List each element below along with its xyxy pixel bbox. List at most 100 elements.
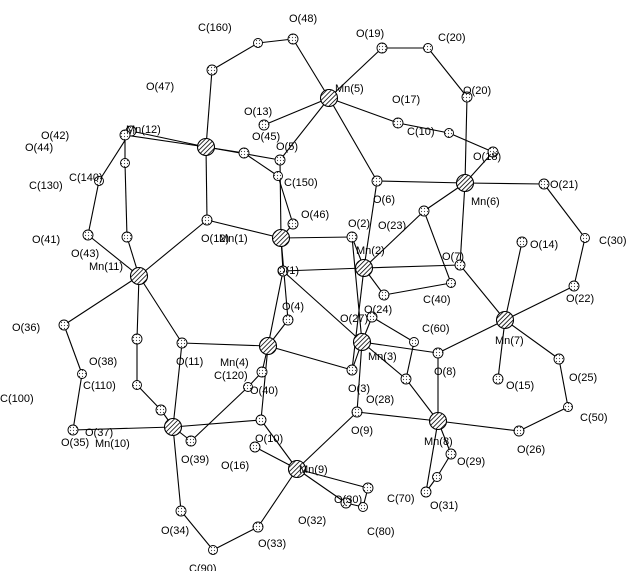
- label-o31: O(31): [430, 500, 458, 512]
- bond-mn9-o33: [257, 468, 298, 528]
- bond-mn12-o47: [205, 69, 213, 148]
- bond-c60-o28: [405, 341, 415, 380]
- atom-o9: [351, 406, 363, 418]
- atom-o32: [340, 497, 352, 509]
- bond-mn8-o31: [425, 420, 439, 493]
- atoms-layer: [58, 33, 590, 555]
- bond-o41-c130: [87, 180, 100, 236]
- label-c50: C(50): [580, 412, 608, 424]
- label-o12: O(12): [201, 233, 229, 245]
- bond-mn10-o34: [172, 426, 182, 512]
- bond-c150-o46: [277, 175, 294, 225]
- bond-mn1-o2: [280, 236, 353, 239]
- atom-o31: [420, 486, 432, 498]
- label-o27: O(27): [340, 313, 368, 325]
- atom-o37: [155, 404, 167, 416]
- label-o10: O(10): [255, 433, 283, 445]
- label-mn2: Mn(2): [356, 245, 385, 257]
- atom-o29: [445, 448, 457, 460]
- atom-o7: [454, 259, 466, 271]
- atom-o39: [185, 435, 197, 447]
- label-o47: O(47): [146, 81, 174, 93]
- atom-o2: [346, 231, 358, 243]
- bond-mn5-o5: [279, 97, 330, 161]
- label-c160: C(160): [198, 22, 232, 34]
- label-o16: O(16): [221, 460, 249, 472]
- atom-mn11: [129, 266, 149, 286]
- bond-mn4-o11: [181, 342, 269, 347]
- label-o28: O(28): [366, 394, 394, 406]
- bond-o23-c40: [423, 210, 452, 284]
- bond-mn7-o14: [504, 241, 523, 321]
- bond-mn5-o19: [328, 47, 383, 99]
- atom-c140: [120, 158, 130, 168]
- label-mn1: Mn(1): [219, 233, 248, 245]
- atom-o14: [516, 236, 528, 248]
- atom-c80: [358, 502, 368, 512]
- atom-mn10: [163, 417, 183, 437]
- label-o13: O(13): [244, 106, 272, 118]
- bond-mn7-o15: [497, 319, 506, 380]
- label-o9: O(9): [351, 425, 373, 437]
- label-c100: C(100): [0, 393, 34, 405]
- bond-mn4-o10: [260, 345, 269, 421]
- label-c140: C(140): [69, 172, 103, 184]
- bond-mn4-o1: [267, 270, 284, 347]
- bond-mn11-o41: [87, 234, 140, 277]
- atom-o3: [346, 364, 358, 376]
- label-o25: O(25): [569, 372, 597, 384]
- atom-o10: [255, 414, 267, 426]
- label-c10: C(10): [407, 126, 435, 138]
- bond-mn11-o36: [63, 275, 140, 326]
- atom-mn1: [271, 228, 291, 248]
- label-o37: O(37): [85, 427, 113, 439]
- bond-mn3-o9: [356, 341, 363, 413]
- atom-c20: [423, 43, 433, 53]
- atom-mn4: [258, 336, 278, 356]
- label-c120: C(120): [214, 370, 248, 382]
- label-o36: O(36): [12, 322, 40, 334]
- bond-mn6-o21: [464, 182, 545, 185]
- atom-c120: [243, 382, 253, 392]
- labels-layer: Mn(1)Mn(2)Mn(3)Mn(4)Mn(5)Mn(6)Mn(7)Mn(8)…: [0, 13, 627, 575]
- bond-mn1-o4: [280, 237, 289, 321]
- label-c40: C(40): [423, 294, 451, 306]
- atom-mn7: [495, 310, 515, 330]
- label-mn10: Mn(10): [95, 438, 130, 450]
- bond-o25-c50: [558, 358, 569, 408]
- atom-o30: [362, 482, 374, 494]
- bond-o43-c140: [124, 162, 128, 238]
- bond-mn7-o7: [459, 264, 506, 321]
- atom-o46: [287, 218, 299, 230]
- atom-c40: [446, 278, 456, 288]
- bond-mn3-o8: [361, 341, 439, 354]
- label-o14: O(14): [530, 239, 558, 251]
- bond-mn11-o12: [138, 219, 208, 277]
- atom-mn8: [428, 411, 448, 431]
- label-o26: O(26): [517, 444, 545, 456]
- atom-o15: [492, 373, 504, 385]
- label-c80: C(80): [367, 526, 395, 538]
- atom-o17: [392, 117, 404, 129]
- label-mn11: Mn(11): [89, 261, 123, 273]
- bond-o21-c30: [543, 183, 586, 239]
- label-o46: O(46): [301, 209, 329, 221]
- atom-c10: [444, 128, 454, 138]
- bond-mn9-o30: [296, 468, 369, 489]
- atom-c110: [132, 380, 142, 390]
- bond-mn12-o42: [130, 130, 207, 148]
- bond-c160-o48: [257, 38, 294, 44]
- atom-o18: [487, 146, 499, 158]
- label-o22: O(22): [566, 293, 594, 305]
- bond-mn10-o35: [72, 426, 174, 431]
- label-o6: O(6): [373, 194, 395, 206]
- bond-mn8-o26: [437, 420, 520, 432]
- bond-mn7-o8: [437, 319, 506, 354]
- label-o3: O(3): [348, 383, 370, 395]
- atom-o44: [119, 129, 131, 141]
- bond-o47-c160: [211, 42, 259, 71]
- bond-mn6-o6: [376, 180, 466, 184]
- atom-o20: [461, 91, 473, 103]
- atom-o8: [432, 347, 444, 359]
- atom-o43: [121, 231, 133, 243]
